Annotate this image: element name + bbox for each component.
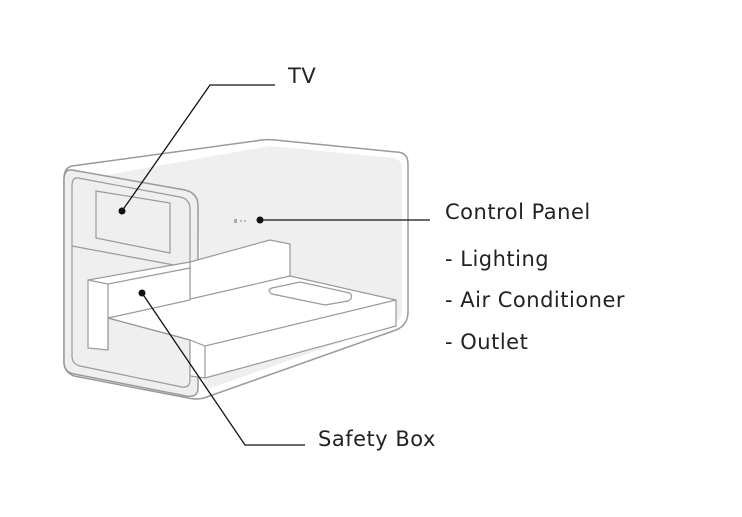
label-safety-box: Safety Box (318, 427, 436, 451)
leader-safety-box (138, 289, 305, 446)
feature-lighting: - Lighting (445, 247, 550, 271)
label-tv: TV (288, 64, 317, 88)
pillow (268, 281, 353, 306)
control-panel-icon (234, 219, 246, 223)
leader-control-panel (256, 216, 430, 224)
label-control-panel: Control Panel (445, 200, 591, 224)
feature-outlet: - Outlet (445, 330, 529, 354)
feature-air-conditioner: - Air Conditioner (445, 288, 626, 312)
leader-tv (118, 84, 275, 215)
tv-screen (95, 190, 171, 254)
